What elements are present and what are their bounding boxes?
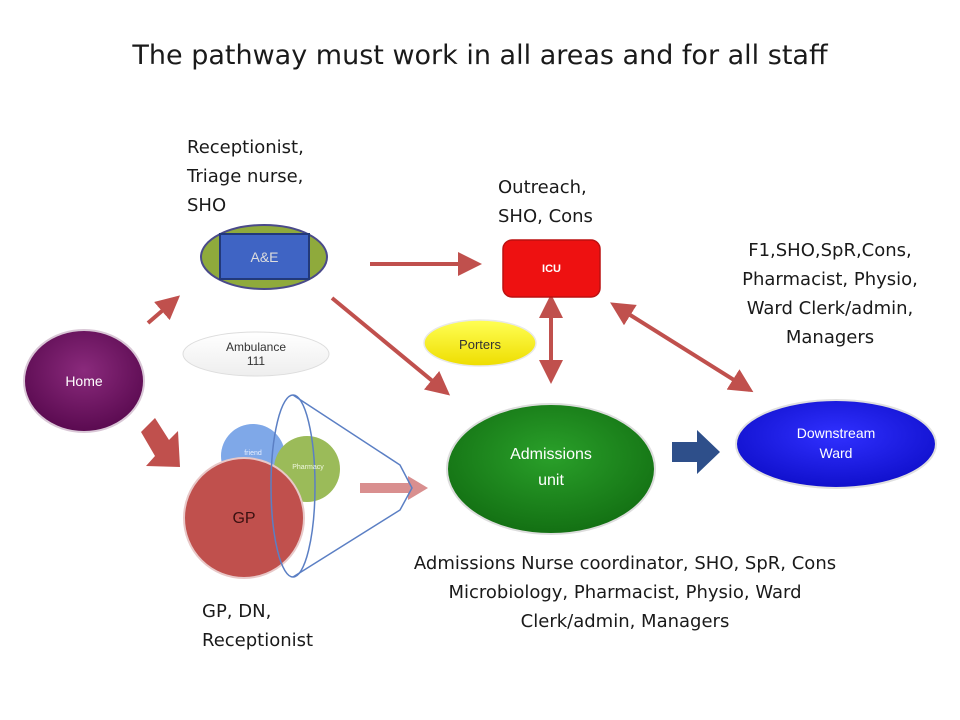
gp-node [183, 457, 305, 579]
arrow-gp-to-admissions [360, 476, 428, 500]
downstream-ward-node [735, 399, 937, 489]
porters-label: Porters [459, 336, 501, 352]
icu-staff-label: Outreach, SHO, Cons [498, 177, 593, 227]
ward-staff-label: F1,SHO,SpR,Cons, Pharmacist, Physio, War… [742, 240, 918, 348]
arrow-home-to-gp [141, 418, 180, 467]
admissions-staff-label: Admissions Nurse coordinator, SHO, SpR, … [413, 553, 837, 632]
downstream-ward-label: Downstream Ward [796, 425, 876, 461]
arrow-ae-to-admissions [330, 296, 451, 396]
porters-node [423, 319, 537, 367]
icu-node [502, 239, 601, 298]
ambulance-node [182, 331, 330, 377]
ambulance-label: Ambulance 111 [225, 340, 287, 368]
gp-label: GP [232, 510, 256, 527]
funnel-outline [292, 394, 413, 578]
icu-label: ICU [542, 263, 561, 275]
ae-staff-label: Receptionist, Triage nurse, SHO [187, 137, 304, 216]
admissions-unit-label: Admissions unit [510, 446, 592, 489]
home-label: Home [65, 373, 103, 389]
home-node [23, 329, 145, 433]
friend-label: friend [244, 449, 262, 457]
ae-label: A&E [250, 248, 279, 265]
gp-staff-label: GP, DN, Receptionist [202, 601, 314, 651]
pharmacy-label: Pharmacy [292, 463, 324, 471]
arrow-home-to-ae [146, 295, 181, 325]
arrow-admissions-to-ward [672, 430, 720, 474]
page-title: The pathway must work in all areas and f… [132, 40, 828, 71]
ae-box [219, 233, 310, 280]
arrow-icu-ward [610, 302, 754, 393]
admissions-unit-node [446, 403, 656, 535]
